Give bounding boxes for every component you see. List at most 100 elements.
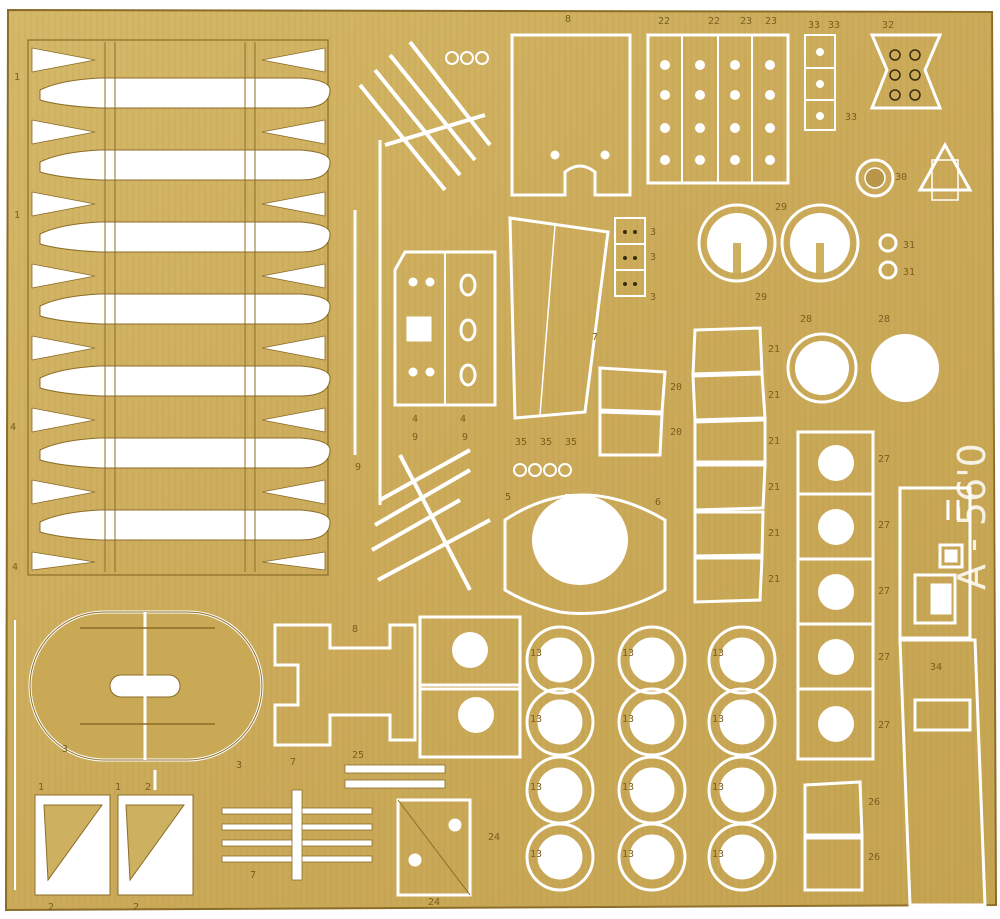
label-13k: 13 (622, 849, 634, 860)
label-25: 25 (352, 750, 364, 761)
label-26a: 26 (868, 797, 880, 808)
label-24b: 24 (428, 897, 440, 908)
label-23b: 23 (765, 16, 777, 27)
label-13b: 13 (622, 648, 634, 659)
label-28b: 28 (878, 314, 890, 325)
label-21c: 21 (768, 436, 780, 447)
label-8: 8 (352, 624, 358, 635)
label-4c: 4 (460, 414, 466, 425)
kit-code: A - 56'0 (950, 443, 994, 590)
label-8b: 8 (565, 14, 571, 25)
label-3d: 3 (650, 252, 656, 263)
label-29b: 29 (755, 292, 767, 303)
label-2: 2 (145, 782, 151, 793)
label-5: 5 (505, 492, 511, 503)
plates-part-26 (803, 780, 864, 892)
label-9b: 9 (412, 432, 418, 443)
label-9c: 9 (462, 432, 468, 443)
label-6: 6 (655, 497, 661, 508)
plate-part-8 (510, 33, 632, 197)
ring-array-part-13 (525, 625, 777, 892)
label-2b: 2 (48, 902, 54, 913)
label-21e: 21 (768, 528, 780, 539)
label-13a: 13 (530, 648, 542, 659)
label-1d: 1 (115, 782, 121, 793)
label-4: 4 (10, 422, 16, 433)
stacked-plates-part-21 (691, 326, 767, 604)
label-31a: 31 (903, 240, 915, 251)
label-4b: 4 (12, 562, 18, 573)
label-1b: 1 (14, 210, 20, 221)
label-2c: 2 (133, 902, 139, 913)
label-32: 32 (882, 20, 894, 31)
label-21d: 21 (768, 482, 780, 493)
label-13i: 13 (712, 782, 724, 793)
label-33b: 33 (828, 20, 840, 31)
label-3: 3 (62, 744, 68, 755)
label-27c: 27 (878, 586, 890, 597)
plates-part-20 (598, 366, 667, 457)
label-27a: 27 (878, 454, 890, 465)
cross-sprue-grids (358, 40, 492, 591)
label-23a: 23 (740, 16, 752, 27)
fin-part-7 (508, 216, 610, 420)
label-3e: 3 (650, 292, 656, 303)
label-21b: 21 (768, 390, 780, 401)
label-13e: 13 (622, 714, 634, 725)
bracket-part-8 (273, 623, 417, 747)
label-31b: 31 (903, 267, 915, 278)
perforated-panels-part-22-23 (646, 33, 790, 185)
label-22a: 22 (658, 16, 670, 27)
label-35: 35 (515, 437, 527, 448)
label-33c: 33 (845, 112, 857, 123)
part-number-labels: 1 1 4 4 3 3 1 1 2 2 2 7 7 8 8 25 24 24 1… (10, 14, 942, 913)
label-13g: 13 (530, 782, 542, 793)
label-30: 30 (895, 172, 907, 183)
label-13c: 13 (712, 648, 724, 659)
label-7: 7 (290, 757, 296, 768)
label-26b: 26 (868, 852, 880, 863)
bowtie-part-32 (869, 33, 943, 110)
label-28a: 28 (800, 314, 812, 325)
label-34: 34 (930, 662, 942, 673)
label-4b2: 4 (412, 414, 418, 425)
triangle-plate-part-24 (396, 798, 472, 897)
small-rings-part-35 (513, 463, 572, 477)
oval-base-part-3 (28, 610, 264, 762)
comb-parts (221, 764, 446, 881)
label-3b: 3 (236, 760, 242, 771)
label-13j: 13 (530, 849, 542, 860)
label-3c: 3 (650, 227, 656, 238)
ladder-frames-part-1 (27, 39, 331, 576)
label-27b: 27 (878, 520, 890, 531)
label-21f: 21 (768, 574, 780, 585)
engine-block-part-4 (393, 250, 497, 407)
small-panels-part-3 (614, 217, 646, 297)
label-13f: 13 (712, 714, 724, 725)
manufacturer-logo (917, 141, 973, 201)
label-22b: 22 (708, 16, 720, 27)
label-21a: 21 (768, 344, 780, 355)
label-27d: 27 (878, 652, 890, 663)
label-35b: 35 (540, 437, 552, 448)
gear-part-30 (855, 158, 895, 198)
label-20a: 20 (670, 382, 682, 393)
label-27e: 27 (878, 720, 890, 731)
label-1c: 1 (38, 782, 44, 793)
label-20b: 20 (670, 427, 682, 438)
label-33a: 33 (808, 20, 820, 31)
small-rings-part-12 (445, 51, 489, 65)
label-9: 9 (355, 462, 361, 473)
slotted-discs-part-29 (697, 203, 860, 283)
label-35c: 35 (565, 437, 577, 448)
triangle-brackets-part-1-2 (34, 794, 194, 896)
label-24: 24 (488, 832, 500, 843)
solid-discs-part-28 (786, 332, 939, 404)
holed-column-part-27 (796, 430, 875, 761)
small-panels-part-33 (804, 34, 836, 131)
hole-plates-part-14 (418, 615, 522, 759)
label-29a: 29 (775, 202, 787, 213)
label-1: 1 (14, 72, 20, 83)
label-13l: 13 (712, 849, 724, 860)
